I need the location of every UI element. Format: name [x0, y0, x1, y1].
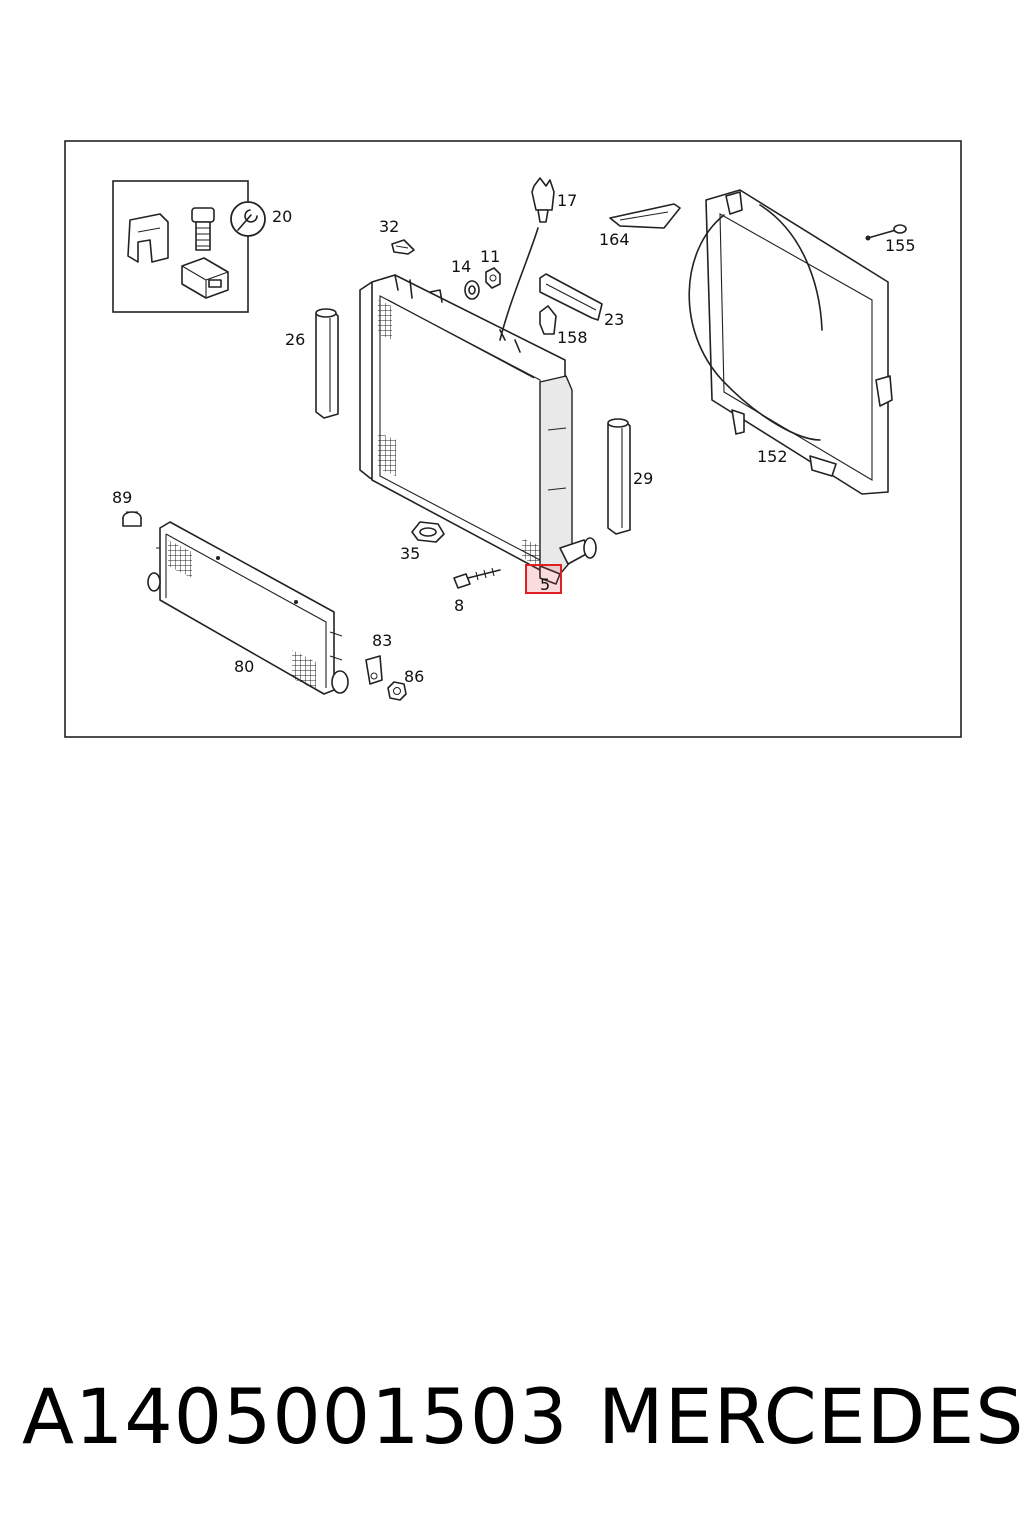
callout-89: 89: [112, 488, 132, 507]
callout-158: 158: [557, 328, 588, 347]
part-14-washer: [464, 280, 480, 300]
part-164-bracket: [609, 203, 681, 229]
callout-23: 23: [604, 310, 624, 329]
inset-box: [112, 180, 266, 313]
part-26-strip: [315, 308, 339, 419]
part-8-drain-plug: [453, 567, 501, 589]
callout-86: 86: [404, 667, 424, 686]
highlight-box: [525, 564, 562, 594]
callout-11: 11: [480, 247, 500, 266]
callout-14: 14: [451, 257, 471, 276]
callout-164: 164: [599, 230, 630, 249]
part-32-grommet: [391, 239, 415, 255]
callout-32: 32: [379, 217, 399, 236]
brand-name: MERCEDES: [598, 1372, 1024, 1461]
part-35-mount: [411, 521, 445, 543]
diagram-frame: [64, 140, 962, 738]
footer: A1405001503 MERCEDES: [0, 1362, 1024, 1472]
callout-5: 5: [540, 575, 550, 594]
intercooler: [147, 521, 349, 695]
part-86-nut: [387, 681, 407, 701]
part-23-seal: [539, 273, 603, 321]
parts-diagram: 20 17 164 155 32 14 11 23 158 26 152 29 …: [64, 140, 962, 738]
part-83-clip: [365, 655, 383, 685]
callout-35: 35: [400, 544, 420, 563]
callout-29: 29: [633, 469, 653, 488]
callout-8: 8: [454, 596, 464, 615]
callout-20: 20: [272, 207, 292, 226]
part-155-pin: [865, 224, 907, 241]
callout-155: 155: [885, 236, 916, 255]
part-17-clip: [499, 177, 555, 341]
part-number: A1405001503: [22, 1372, 569, 1461]
callout-26: 26: [285, 330, 305, 349]
fan-shroud: [688, 189, 893, 495]
callout-17: 17: [557, 191, 577, 210]
part-89-plug: [122, 511, 142, 527]
part-158-clip: [539, 305, 557, 335]
part-11-nut: [485, 267, 501, 289]
callout-152: 152: [757, 447, 788, 466]
callout-83: 83: [372, 631, 392, 650]
radiator: [359, 274, 597, 585]
callout-80: 80: [234, 657, 254, 676]
part-29-strip: [607, 418, 631, 535]
